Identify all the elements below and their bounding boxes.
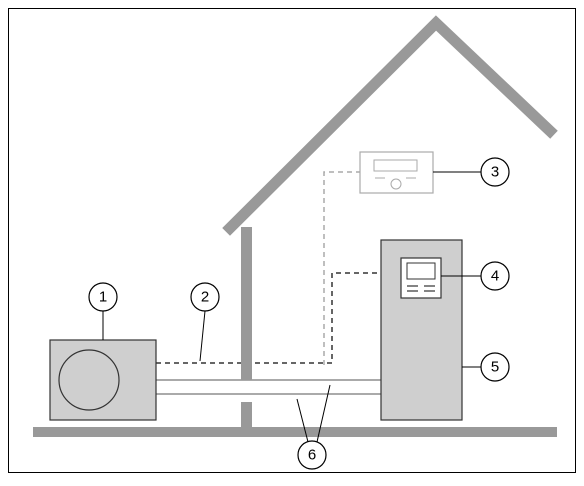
callout-4-label: 4	[491, 268, 499, 285]
callout-1: 1	[88, 282, 118, 312]
callout-2: 2	[190, 282, 220, 312]
callout-6-leader-left	[296, 398, 309, 443]
hydraulic-pipes	[155, 379, 382, 395]
callout-5: 5	[480, 352, 510, 382]
communication-line-dashed	[156, 272, 382, 364]
controller-wiring-dashed	[323, 171, 360, 365]
ground-line	[33, 427, 557, 437]
house-roof	[222, 15, 558, 236]
callout-3-label: 3	[491, 164, 499, 181]
callout-4: 4	[480, 261, 510, 291]
callout-6-leader-right	[316, 384, 331, 443]
callout-1-label: 1	[99, 289, 107, 306]
callout-6-label: 6	[308, 447, 316, 464]
room-controller	[359, 151, 434, 194]
callout-6: 6	[297, 440, 327, 470]
outdoor-unit-fan	[58, 349, 120, 411]
indoor-unit-control-panel	[400, 257, 442, 299]
house-wall-upper	[241, 227, 252, 380]
callout-2-label: 2	[201, 289, 209, 306]
callout-2-leader	[199, 310, 206, 362]
callout-5-label: 5	[491, 359, 499, 376]
callout-3: 3	[480, 157, 510, 187]
house-wall-lower	[241, 402, 252, 428]
diagram-frame	[8, 8, 576, 473]
